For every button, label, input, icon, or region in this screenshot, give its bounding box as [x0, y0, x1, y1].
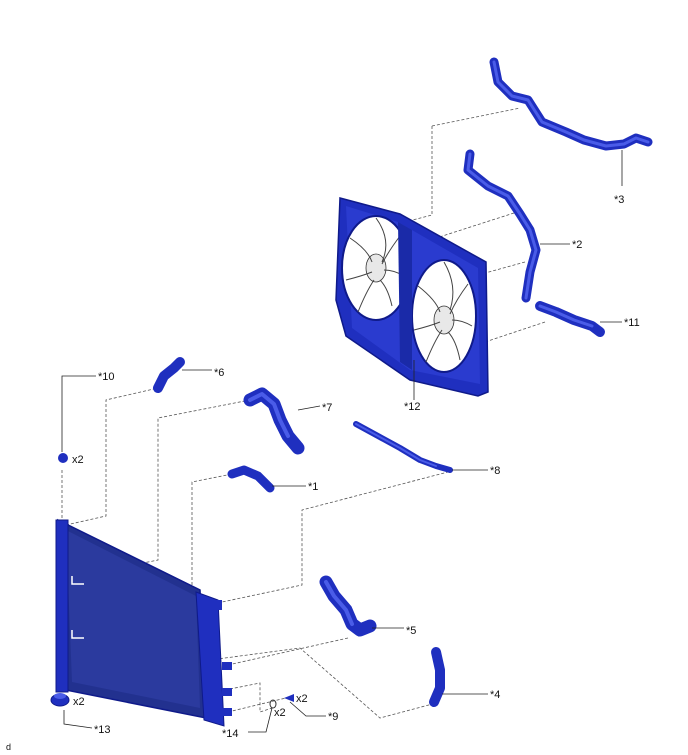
leader-lines [61, 150, 623, 733]
callout-9: *9 [328, 711, 338, 723]
callout-12: *12 [404, 401, 421, 413]
cushion-13 [50, 693, 70, 707]
callout-11: *11 [624, 317, 640, 329]
plug-9 [284, 694, 294, 702]
hose-4 [429, 647, 445, 707]
callout-5: *5 [406, 625, 416, 637]
hose-1 [227, 465, 275, 493]
callout-14: *14 [222, 728, 239, 740]
hose-11 [535, 301, 605, 337]
qty-14: x2 [274, 707, 286, 719]
hose-5 [319, 575, 377, 637]
fan-left [341, 215, 411, 321]
upper-hose-3 [489, 57, 653, 151]
callout-3: *3 [614, 194, 624, 206]
qty-10: x2 [72, 454, 84, 466]
cushion-10 [58, 453, 68, 463]
hose-7 [243, 387, 305, 455]
callout-7: *7 [322, 402, 332, 414]
callout-8: *8 [490, 465, 500, 477]
callout-10: *10 [98, 371, 115, 383]
callout-4: *4 [490, 689, 500, 701]
hose-6 [153, 357, 185, 393]
radiator [55, 518, 232, 727]
hose-2 [463, 149, 541, 303]
callout-labels: *3 *2 *11 *12 *6 *7 *8 *1 *5 *4 *10 *13 … [6, 194, 640, 752]
callout-6: *6 [214, 367, 224, 379]
callout-13: *13 [94, 724, 111, 736]
callout-2: *2 [572, 239, 582, 251]
pipe-8 [353, 421, 453, 473]
figure-code: d [6, 742, 11, 752]
callout-1: *1 [308, 481, 318, 493]
fan-shroud-12 [335, 197, 489, 397]
fan-right [411, 259, 477, 373]
qty-13: x2 [73, 696, 85, 708]
o-ring-14 [269, 699, 277, 709]
qty-9: x2 [296, 693, 308, 705]
